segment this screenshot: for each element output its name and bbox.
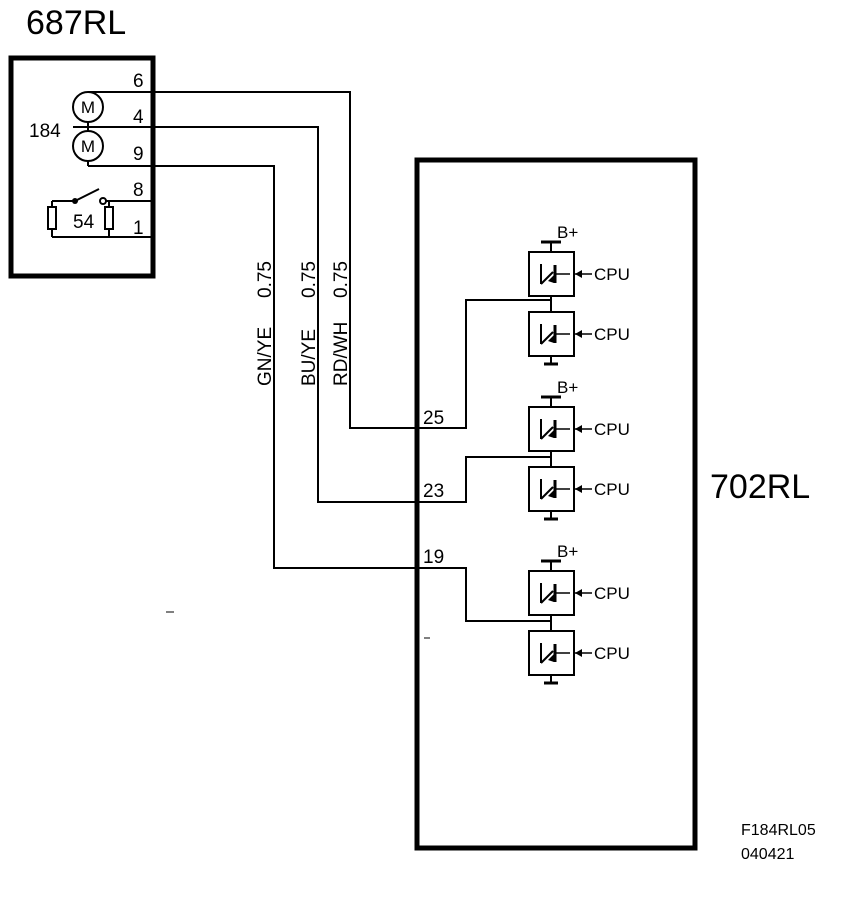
pin-19: 19 xyxy=(423,547,444,568)
switch-channel-3-high xyxy=(540,590,554,604)
pin-4: 4 xyxy=(133,107,144,128)
switch-arrow-3-low xyxy=(548,654,554,662)
pin-25: 25 xyxy=(423,408,444,429)
figure-date: 040421 xyxy=(741,846,794,863)
motor-upper-label: M xyxy=(81,98,95,117)
wire-label-rd-wh-size: 0.75 xyxy=(331,261,352,298)
internal-link-25 xyxy=(416,299,551,429)
switch-channel-1-high xyxy=(540,271,554,285)
cpu-label-3-low: CPU xyxy=(594,644,630,663)
motor-lower: M xyxy=(72,130,104,162)
internal-link-23 xyxy=(416,456,551,503)
figure-code: F184RL05 xyxy=(741,822,816,839)
internal-link-19 xyxy=(416,567,551,622)
supply-label-2: B+ xyxy=(557,378,578,397)
wire-rd-wh xyxy=(153,91,416,429)
component-702rl-title: 702RL xyxy=(710,468,810,506)
wire-label-gn-ye-color: GN/YE xyxy=(255,327,276,386)
pin-23: 23 xyxy=(423,481,444,502)
switch-channel-2-low xyxy=(540,486,554,500)
cpu-arrow-3-high xyxy=(575,589,582,597)
component-702rl-box xyxy=(414,157,698,851)
switch-channel-3-low xyxy=(540,650,554,664)
cpu-arrow-2-low xyxy=(575,485,582,493)
cpu-label-1-high: CPU xyxy=(594,265,630,284)
pin-6: 6 xyxy=(133,71,144,92)
wire-label-rd-wh-color: RD/WH xyxy=(331,322,352,386)
cpu-arrow-1-high xyxy=(575,270,582,278)
switch-arrow-3-high xyxy=(548,594,554,602)
supply-label-3: B+ xyxy=(557,542,578,561)
switch-arrow-1-low xyxy=(548,335,554,343)
cpu-arrow-1-low xyxy=(575,330,582,338)
cpu-label-3-high: CPU xyxy=(594,584,630,603)
wire-bu-ye xyxy=(153,126,416,503)
pin-1: 1 xyxy=(133,218,144,239)
supply-label-1: B+ xyxy=(557,223,578,242)
cpu-label-2-high: CPU xyxy=(594,420,630,439)
cpu-arrow-2-high xyxy=(575,425,582,433)
wire-label-bu-ye-size: 0.75 xyxy=(299,261,320,298)
switch-channel-1-low xyxy=(540,331,554,345)
component-687rl-title: 687RL xyxy=(26,4,126,42)
pin-9: 9 xyxy=(133,144,144,165)
motor-lower-label: M xyxy=(81,137,95,156)
switch-label: 54 xyxy=(73,212,95,233)
switch-54: 54 xyxy=(47,188,153,238)
motor-group-label: 184 xyxy=(29,121,61,142)
switch-arrow-1-high xyxy=(548,275,554,283)
cpu-label-2-low: CPU xyxy=(594,480,630,499)
wire-label-gn-ye-size: 0.75 xyxy=(255,261,276,298)
cpu-arrow-3-low xyxy=(575,649,582,657)
pin-8: 8 xyxy=(133,180,144,201)
motor-upper: M xyxy=(72,91,104,123)
switch-arrow-2-high xyxy=(548,430,554,438)
wire-gn-ye xyxy=(153,165,416,569)
wire-label-bu-ye-color: BU/YE xyxy=(299,329,320,386)
switch-arrow-2-low xyxy=(548,490,554,498)
cpu-label-1-low: CPU xyxy=(594,325,630,344)
switch-channel-2-high xyxy=(540,426,554,440)
